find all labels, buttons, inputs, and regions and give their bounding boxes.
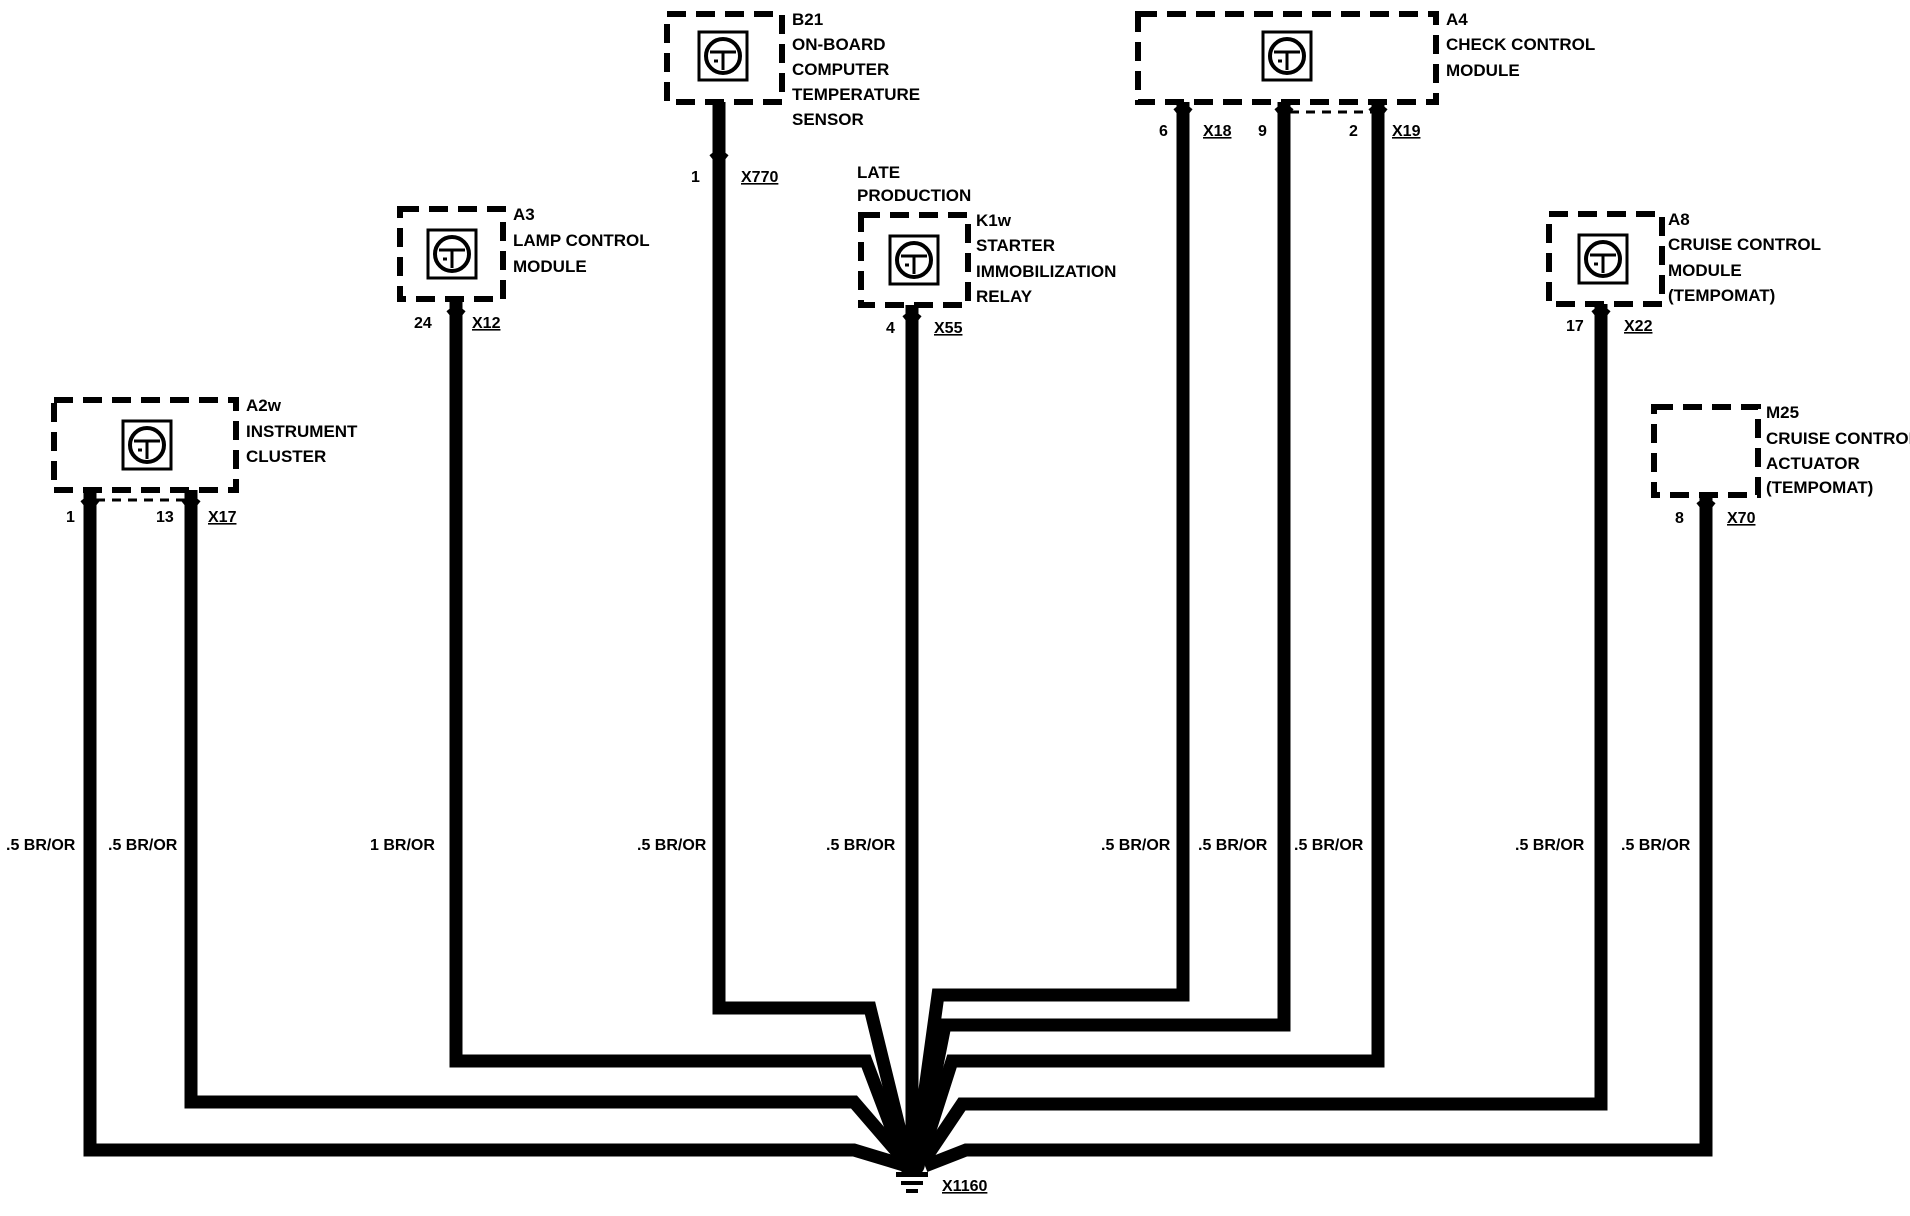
- component-k1w: LATE PRODUCTION K1w STARTER IMMOBILIZATI…: [857, 163, 1116, 337]
- a2w-ref: A2w: [246, 396, 282, 415]
- a8-pin-label: 17: [1566, 318, 1584, 335]
- k1w-connector-label: X55: [934, 320, 963, 337]
- a3-ref: A3: [513, 205, 535, 224]
- wire-label-a4-9: .5 BR/OR: [1198, 837, 1268, 854]
- wire-a3-pin-24: [449, 320, 909, 1159]
- m25-name-line2: ACTUATOR: [1766, 454, 1860, 473]
- b21-outline: [664, 11, 785, 105]
- wire-m25-pin-8: [922, 510, 1713, 1173]
- wire-a4-pin-6: [909, 118, 1190, 1156]
- wire-label-a4-6: .5 BR/OR: [1101, 837, 1171, 854]
- k1w-name-line3: RELAY: [976, 287, 1033, 306]
- a8-name-line1: CRUISE CONTROL: [1668, 235, 1821, 254]
- a2w-module-icon: [121, 419, 173, 471]
- b21-pin-label: 1: [691, 169, 700, 186]
- a3-connector-arrow: [446, 308, 466, 324]
- a2w-connector-arrows: [80, 498, 201, 514]
- a4-module-icon: [1261, 30, 1313, 82]
- wire-label-a2w-1: .5 BR/OR: [6, 837, 76, 854]
- wire-label-b21-1: .5 BR/OR: [637, 837, 707, 854]
- wire-label-k1w-4: .5 BR/OR: [826, 837, 896, 854]
- a8-module-icon: [1577, 233, 1629, 285]
- ground-connector-label: X1160: [942, 1178, 987, 1195]
- a2w-connector-label: X17: [208, 509, 237, 526]
- a8-outline: [1546, 211, 1665, 307]
- wire-a4-pin-9: [912, 118, 1291, 1158]
- a4-pin-6-label: 6: [1159, 123, 1168, 140]
- wire-labels: .5 BR/OR .5 BR/OR 1 BR/OR .5 BR/OR .5 BR…: [6, 837, 1691, 854]
- wires: [83, 118, 1713, 1173]
- a2w-outline: [51, 397, 239, 493]
- k1w-pin-label: 4: [886, 320, 895, 337]
- b21-connector-arrow: [709, 152, 729, 168]
- k1w-note-line1: LATE: [857, 163, 900, 182]
- b21-sensor-icon: [697, 30, 749, 82]
- k1w-ref: K1w: [976, 211, 1012, 230]
- b21-name-line4: SENSOR: [792, 110, 864, 129]
- a2w-pin-1-label: 1: [66, 509, 75, 526]
- b21-name-line3: TEMPERATURE: [792, 85, 920, 104]
- component-b21: B21 ON-BOARD COMPUTER TEMPERATURE SENSOR…: [664, 10, 920, 186]
- ground-symbol: [896, 1151, 928, 1193]
- component-a4: A4 CHECK CONTROL MODULE 6 X18 9 2 X19: [1135, 10, 1595, 140]
- m25-ref: M25: [1766, 403, 1799, 422]
- a8-name-line3: (TEMPOMAT): [1668, 286, 1775, 305]
- wire-a2w-pin-1: [83, 508, 909, 1173]
- a4-connector-x18-label: X18: [1203, 123, 1232, 140]
- a3-name-line2: MODULE: [513, 257, 587, 276]
- a4-name-line2: MODULE: [1446, 61, 1520, 80]
- a3-name-line1: LAMP CONTROL: [513, 231, 650, 250]
- a8-name-line2: MODULE: [1668, 261, 1742, 280]
- b21-connector-label: X770: [741, 169, 778, 186]
- m25-outline: [1651, 404, 1761, 498]
- m25-name-line3: (TEMPOMAT): [1766, 478, 1873, 497]
- a3-pin-label: 24: [414, 315, 432, 332]
- a3-module-icon: [426, 228, 478, 280]
- a2w-name-line2: CLUSTER: [246, 447, 326, 466]
- a4-connector-x19-label: X19: [1392, 123, 1421, 140]
- component-m25: M25 CRUISE CONTROL ACTUATOR (TEMPOMAT) 8…: [1651, 403, 1910, 527]
- component-a8: A8 CRUISE CONTROL MODULE (TEMPOMAT) 17 X…: [1546, 210, 1821, 335]
- b21-name-line2: COMPUTER: [792, 60, 889, 79]
- k1w-relay-icon: [888, 234, 940, 286]
- m25-pin-label: 8: [1675, 510, 1684, 527]
- a4-connector-arrows: [1173, 106, 1388, 122]
- component-a3: A3 LAMP CONTROL MODULE 24 X12: [397, 205, 650, 332]
- m25-name-line1: CRUISE CONTROL: [1766, 429, 1910, 448]
- wire-label-m25-8: .5 BR/OR: [1621, 837, 1691, 854]
- a8-connector-label: X22: [1624, 318, 1653, 335]
- component-a2w: A2w INSTRUMENT CLUSTER 1 13 X17: [51, 396, 358, 526]
- a2w-name-line1: INSTRUMENT: [246, 422, 358, 441]
- a4-name-line1: CHECK CONTROL: [1446, 35, 1595, 54]
- a4-ref: A4: [1446, 10, 1468, 29]
- wire-label-a4-2: .5 BR/OR: [1294, 837, 1364, 854]
- k1w-name-line2: IMMOBILIZATION: [976, 262, 1116, 281]
- wire-a2w-pin-13: [184, 508, 909, 1165]
- k1w-connector-arrow: [902, 313, 922, 329]
- k1w-note-line2: PRODUCTION: [857, 186, 971, 205]
- wire-label-a3-24: 1 BR/OR: [370, 837, 435, 854]
- m25-connector-label: X70: [1727, 510, 1756, 527]
- wire-b21-pin-1: [712, 164, 913, 1157]
- a2w-pin-13-label: 13: [156, 509, 174, 526]
- a8-ref: A8: [1668, 210, 1690, 229]
- k1w-name-line1: STARTER: [976, 236, 1055, 255]
- a4-pin-2-label: 2: [1349, 123, 1358, 140]
- b21-ref: B21: [792, 10, 823, 29]
- wire-label-a8-17: .5 BR/OR: [1515, 837, 1585, 854]
- a3-connector-label: X12: [472, 315, 501, 332]
- wire-a8-pin-17: [917, 320, 1608, 1166]
- b21-name-line1: ON-BOARD: [792, 35, 886, 54]
- a4-pin-9-label: 9: [1258, 123, 1267, 140]
- a8-connector-arrow: [1591, 308, 1611, 324]
- wire-label-a2w-13: .5 BR/OR: [108, 837, 178, 854]
- m25-connector-arrow: [1696, 500, 1716, 516]
- wire-a4-pin-2: [914, 118, 1385, 1160]
